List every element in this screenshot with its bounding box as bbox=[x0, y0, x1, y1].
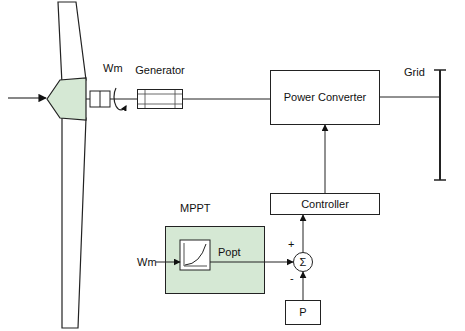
speed-input-arrow bbox=[156, 262, 180, 263]
coupling-split bbox=[100, 91, 101, 107]
process-box: P bbox=[285, 300, 321, 325]
speed-label: Wm bbox=[103, 62, 123, 75]
signal-label: Popt bbox=[218, 246, 241, 259]
node-label: Power Converter bbox=[284, 91, 367, 104]
grid-bus-cap bbox=[434, 179, 446, 181]
mppt-block: MPPT bbox=[160, 198, 270, 294]
connector bbox=[303, 272, 304, 300]
power-curve bbox=[185, 244, 206, 265]
rotation-arrow bbox=[114, 88, 126, 110]
node-heading: MPPT bbox=[160, 198, 270, 215]
grid-wire bbox=[380, 97, 440, 98]
grid-label: Grid bbox=[404, 66, 425, 79]
process-box: Controller bbox=[270, 193, 380, 215]
node-label: P bbox=[299, 306, 306, 319]
speed-input-label: Wm bbox=[137, 256, 157, 269]
node-outline bbox=[137, 89, 183, 109]
process-box: Power Converter bbox=[270, 70, 380, 125]
lower-blade bbox=[62, 116, 86, 328]
upper-blade bbox=[58, 2, 86, 84]
popt-wire bbox=[210, 262, 265, 263]
connector bbox=[265, 262, 293, 263]
coupling bbox=[90, 91, 110, 107]
node-heading: Generator bbox=[130, 60, 190, 77]
wind-arrow bbox=[8, 97, 46, 98]
connector bbox=[183, 99, 270, 100]
plus-sign: + bbox=[288, 238, 294, 251]
curve-box bbox=[180, 240, 210, 270]
rotor-hub bbox=[47, 78, 86, 120]
generator-block: Generator bbox=[130, 60, 190, 110]
curve-axes bbox=[184, 243, 207, 266]
node-label: Controller bbox=[301, 198, 349, 211]
grid-bus bbox=[439, 70, 441, 180]
shaft bbox=[86, 99, 90, 100]
summing-junction: Σ bbox=[293, 252, 313, 272]
minus-sign: - bbox=[290, 272, 294, 285]
grid-bus-cap bbox=[434, 69, 446, 71]
connector bbox=[325, 125, 326, 193]
generator-windings bbox=[138, 90, 182, 108]
connector bbox=[303, 215, 304, 252]
mppt-fill bbox=[165, 226, 265, 294]
node-label: Σ bbox=[300, 256, 307, 269]
node-outline bbox=[165, 226, 265, 294]
